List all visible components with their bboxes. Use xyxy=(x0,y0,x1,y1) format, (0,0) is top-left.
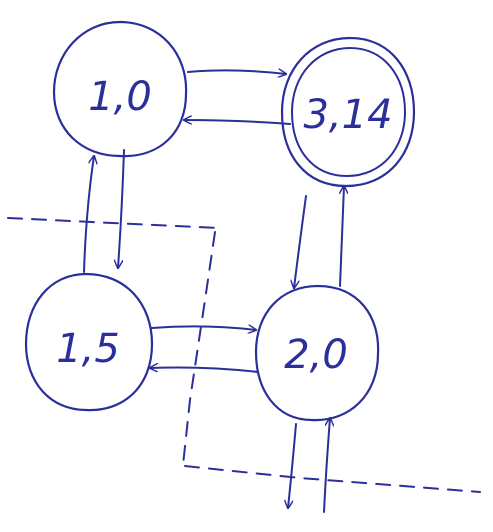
edge-3-14-to-1-0 xyxy=(183,120,291,125)
node-2-0: 2,0 xyxy=(254,284,380,422)
dashed-line-horizontal-upper xyxy=(7,217,219,229)
node-circle xyxy=(52,20,188,158)
edge-1-0-to-1-5 xyxy=(118,149,125,268)
edge-off-page-to-2-0 xyxy=(323,418,330,513)
node-1-0: 1,0 xyxy=(52,20,188,158)
edge-2-0-to-off-page xyxy=(288,423,297,508)
node-circle-inner xyxy=(291,47,406,177)
edge-1-5-to-2-0 xyxy=(151,326,256,330)
node-label: 1,5 xyxy=(56,326,120,372)
node-circle-outer xyxy=(280,36,416,188)
node-circle xyxy=(254,284,380,422)
partition-lines xyxy=(7,217,481,493)
edge-2-0-to-3-14 xyxy=(339,186,344,287)
node-circle xyxy=(24,272,154,412)
node-label: 2,0 xyxy=(284,332,348,378)
node-label: 1,0 xyxy=(88,74,152,120)
edge-3-14-to-2-0 xyxy=(294,195,307,288)
node-label: 3,14 xyxy=(303,92,392,138)
node-3-14: 3,14 xyxy=(280,36,416,188)
edges xyxy=(83,70,344,513)
edge-1-0-to-3-14 xyxy=(187,70,286,74)
edge-1-5-to-1-0 xyxy=(83,156,94,273)
edge-2-0-to-1-5 xyxy=(150,368,259,373)
dashed-line-horizontal-lower xyxy=(184,465,481,493)
node-1-5: 1,5 xyxy=(24,272,154,412)
dashed-line-vertical xyxy=(182,231,216,466)
